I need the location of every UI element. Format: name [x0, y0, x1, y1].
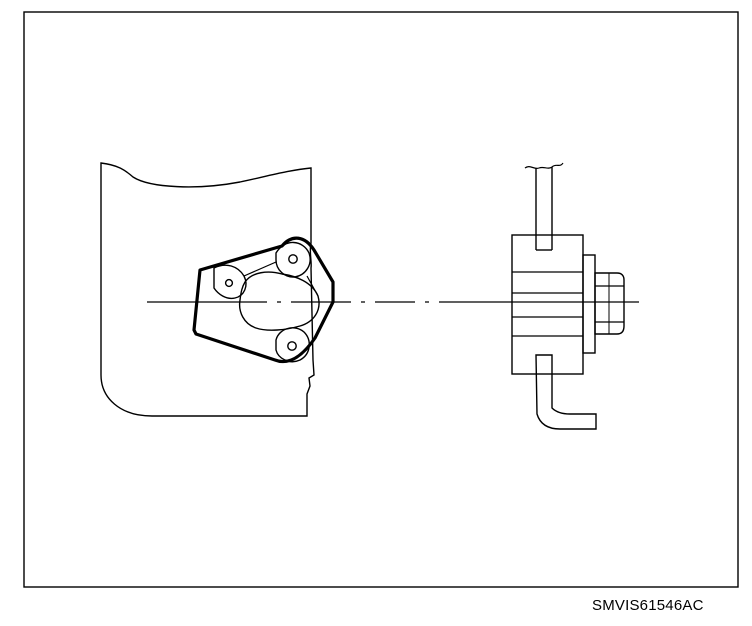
shaft-break — [524, 162, 564, 170]
lobe-link-2 — [306, 275, 319, 297]
bolt-hole-left — [224, 278, 234, 288]
bolt-hole-bottom — [287, 341, 297, 351]
plate-inner-top — [275, 241, 311, 278]
lower-arm — [535, 354, 597, 430]
center-hole — [238, 271, 320, 331]
clamp-block — [511, 234, 584, 375]
illustration-border — [23, 11, 739, 588]
plate-inner-left — [213, 264, 247, 300]
lobe-link-1 — [243, 261, 277, 277]
washer — [582, 254, 596, 354]
housing-outline — [100, 162, 315, 417]
cam-plate — [192, 236, 335, 364]
plate-inner-bottom — [275, 327, 310, 363]
nut — [594, 272, 625, 335]
bolt-hole-top — [288, 254, 298, 264]
figure-caption: SMVIS61546AC — [592, 597, 704, 614]
